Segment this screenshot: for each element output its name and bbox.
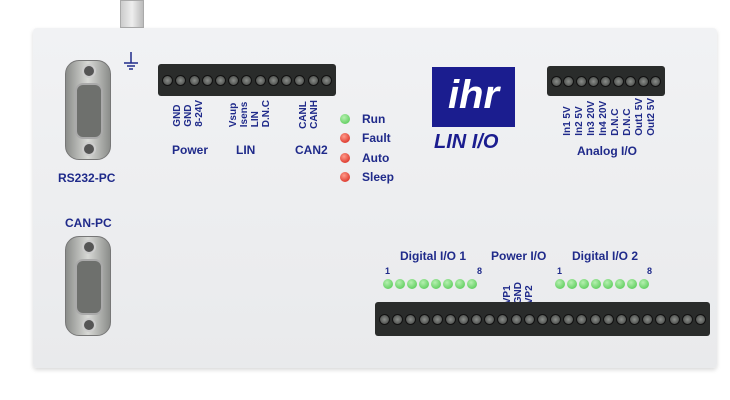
analog-title: Analog I/O <box>577 144 637 158</box>
power-title: Power <box>172 143 209 157</box>
io-led <box>579 279 589 289</box>
bottom-terminal-strip[interactable] <box>375 302 710 336</box>
top-terminal-strip[interactable] <box>158 64 336 96</box>
can-pc-connector[interactable] <box>65 236 111 336</box>
pin-label: Isens <box>239 101 250 128</box>
pin-label: VP2 <box>524 285 535 305</box>
io-led <box>455 279 465 289</box>
rs232-label: RS232-PC <box>58 171 116 185</box>
io-led <box>383 279 393 289</box>
io-led <box>467 279 477 289</box>
io-led <box>431 279 441 289</box>
pin-label: D.N.C <box>610 108 621 136</box>
digital2-leds <box>555 279 649 289</box>
product-name: LIN I/O <box>434 131 499 153</box>
digital1-title: Digital I/O 1 <box>400 249 467 263</box>
ground-icon <box>124 52 138 70</box>
pin-label: LIN <box>250 111 261 128</box>
sleep-led <box>340 172 350 182</box>
run-label: Run <box>362 112 386 126</box>
d1-first-num: 1 <box>385 266 391 276</box>
pin-label: In4 20V <box>598 100 609 136</box>
auto-label: Auto <box>362 151 390 165</box>
io-led <box>395 279 405 289</box>
d2-last-num: 8 <box>647 266 653 276</box>
fault-label: Fault <box>362 131 391 145</box>
pin-label: 8-24V <box>194 100 205 127</box>
io-led <box>555 279 565 289</box>
io-led <box>567 279 577 289</box>
auto-led <box>340 153 350 163</box>
sleep-label: Sleep <box>362 170 395 184</box>
pin-label: VP1 <box>502 285 513 305</box>
io-led <box>591 279 601 289</box>
pin-label: D.N.C <box>261 100 272 128</box>
can-pc-label: CAN-PC <box>65 216 112 230</box>
digital2-title: Digital I/O 2 <box>572 249 639 263</box>
pin-label: Out2 5V <box>646 98 657 136</box>
d1-last-num: 8 <box>477 266 483 276</box>
run-led <box>340 114 350 124</box>
analog-terminal[interactable] <box>547 66 665 96</box>
fault-led <box>340 133 350 143</box>
powerio-title: Power I/O <box>491 249 547 263</box>
io-led <box>639 279 649 289</box>
pin-label: CANH <box>309 100 320 129</box>
pin-label: GND <box>183 104 194 127</box>
pin-label: In3 20V <box>586 100 597 136</box>
pin-label: GND <box>513 282 524 305</box>
pin-label: Vsup <box>228 102 239 128</box>
pin-label: In2 5V <box>574 106 585 136</box>
pin-label: Out1 5V <box>634 98 645 136</box>
io-led <box>603 279 613 289</box>
pin-label: GND <box>172 104 183 127</box>
rs232-connector[interactable] <box>65 60 111 160</box>
pin-label: D.N.C <box>622 108 633 136</box>
io-led <box>407 279 417 289</box>
lin-title: LIN <box>236 143 256 157</box>
pin-label: CANL <box>298 101 309 129</box>
can2-title: CAN2 <box>295 143 328 157</box>
d2-first-num: 1 <box>557 266 563 276</box>
mounting-tab <box>120 0 144 28</box>
io-led <box>627 279 637 289</box>
digital1-leds <box>383 279 477 289</box>
io-led <box>419 279 429 289</box>
io-led <box>443 279 453 289</box>
pin-label: In1 5V <box>562 106 573 136</box>
ihr-logo: ihr <box>432 67 515 127</box>
io-led <box>615 279 625 289</box>
